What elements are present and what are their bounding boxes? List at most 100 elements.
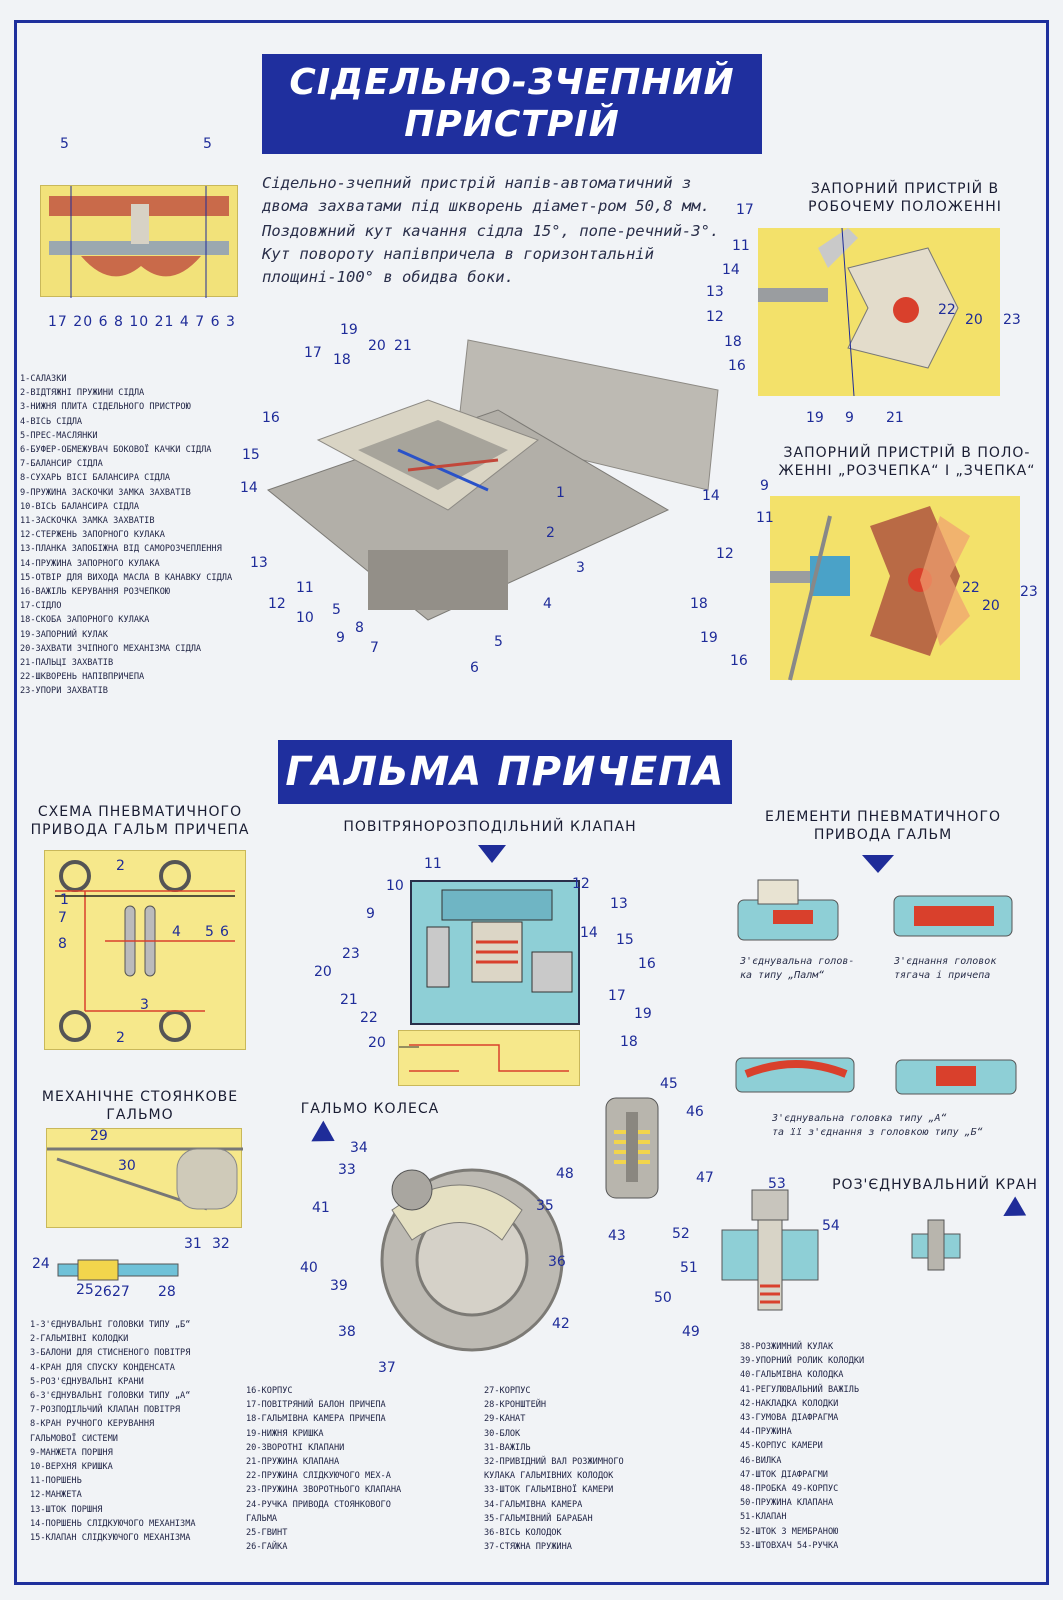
callout: 14: [580, 925, 598, 941]
legend-item: 43-ГУМОВА ДІАФРАГМА: [740, 1413, 839, 1424]
coupler-section-diagram: [40, 185, 238, 298]
legend-item: 7-РОЗПОДІЛЬЧИЙ КЛАПАН ПОВІТРЯ: [30, 1405, 181, 1416]
callout: 18: [690, 596, 708, 612]
callout: 6: [470, 660, 479, 676]
poster-frame: [14, 20, 1049, 1585]
legend-item: 14-ПОРШЕНЬ СЛІДКУЮЧОГО МЕХАНІЗМА: [30, 1518, 196, 1529]
callout: 7: [195, 314, 206, 330]
callout: 12: [268, 596, 286, 612]
legend-item: 35-ГАЛЬМІВНИЙ БАРАБАН: [484, 1513, 593, 1524]
callout: 5: [494, 634, 503, 650]
callout: 27: [112, 1284, 130, 1300]
callout: 18: [724, 334, 742, 350]
callout: 19: [700, 630, 718, 646]
callout: 23: [1003, 312, 1021, 328]
legend-item: 9-ПРУЖИНА ЗАСКОЧКИ ЗАМКА ЗАХВАТІВ: [20, 487, 191, 498]
callout: 9: [336, 630, 345, 646]
callout: 13: [706, 284, 724, 300]
legend-item: 13-ПЛАНКА ЗАПОБІЖНА ВІД САМОРОЗЧЕПЛЕННЯ: [20, 544, 222, 555]
legend-item: 52-ШТОК З МЕМБРАНОЮ: [740, 1526, 839, 1537]
callout: 12: [706, 309, 724, 325]
callout: 11: [424, 856, 442, 872]
callout: 11: [296, 580, 314, 596]
disconnect-valve-title: РОЗ'ЄДНУВАЛЬНИЙ КРАН: [832, 1177, 1038, 1193]
callout-coupler-5b: 5: [203, 136, 212, 152]
legend-item: 19-НИЖНЯ КРИШКА: [246, 1428, 324, 1439]
palm-head-drawing: [728, 879, 848, 950]
brake-chamber-shape: [605, 1097, 659, 1199]
legend-item: 47-ШТОК ДІАФРАГМИ: [740, 1469, 828, 1480]
callout: 4: [179, 314, 190, 330]
locking-release-drawing: [770, 506, 970, 681]
air-valve-drawing: [426, 889, 573, 993]
legend-item: 53-ШТОВХАЧ 54-РУЧКА: [740, 1540, 839, 1551]
callout: 8: [113, 314, 124, 330]
callout: 10: [129, 314, 150, 330]
callout: 1: [60, 892, 69, 908]
callout: 20: [368, 1035, 386, 1051]
legend-item: 4-КРАН ДЛЯ СПУСКУ КОНДЕНСАТА: [30, 1362, 175, 1373]
callout: 5: [332, 602, 341, 618]
callout: 17: [736, 202, 754, 218]
coupler-bottom-callouts: 17 20 6 8 10 21 4 7 6 3: [48, 314, 238, 330]
callout: 34: [350, 1140, 368, 1156]
callout: 3: [140, 997, 149, 1013]
wheel-brake-title: ГАЛЬМО КОЛЕСА: [300, 1101, 440, 1117]
brakes-legend-d: 38-РОЗЖИМНИЙ КУЛАК 39-УПОРНИЙ РОЛИК КОЛО…: [740, 1340, 864, 1553]
legend-item: 20-ЗВОРОТНІ КЛАПАНИ: [246, 1442, 345, 1453]
brakes-legend-a: 1-З'ЄДНУВАЛЬНІ ГОЛОВКИ ТИПУ „Б“ 2-ГАЛЬМІ…: [30, 1318, 196, 1545]
callout: 33: [338, 1162, 356, 1178]
locking-working-diagram: [758, 227, 1000, 397]
section2-title: ГАЛЬМА ПРИЧЕПА: [278, 740, 732, 804]
legend-item: 40-ГАЛЬМІВНА КОЛОДКА: [740, 1370, 844, 1381]
callout: 18: [333, 352, 351, 368]
brakes-legend-c: 27-КОРПУС 28-КРОНШТЕЙН 29-КАНАТ 30-БЛОК …: [484, 1384, 624, 1554]
pneumatic-scheme-drawing: [55, 860, 235, 1042]
callout: 24: [32, 1256, 50, 1272]
legend-item: 32-ПРИВІДНИЙ ВАЛ РОЗЖИМНОГО: [484, 1457, 624, 1468]
parking-brake-drawing: [47, 1147, 243, 1211]
legend-item: 39-УПОРНИЙ РОЛИК КОЛОДКИ: [740, 1356, 865, 1367]
legend-item: 10-ВЕРХНЯ КРИШКА: [30, 1462, 113, 1473]
legend-item: 8-КРАН РУЧНОГО КЕРУВАННЯ: [30, 1419, 155, 1430]
callout: 50: [654, 1290, 672, 1306]
callout: 23: [342, 946, 360, 962]
callout: 18: [620, 1034, 638, 1050]
callout: 4: [543, 596, 552, 612]
tractor-connection-drawing: [893, 886, 1013, 946]
callout: 8: [355, 620, 364, 636]
callout: 12: [716, 546, 734, 562]
legend-item: ГАЛЬМОВОЇ СИСТЕМИ: [30, 1433, 118, 1444]
callout: 13: [610, 896, 628, 912]
callout: 20: [73, 314, 94, 330]
pneumatic-elements-title: ЕЛЕМЕНТИ ПНЕВМАТИЧНОГО ПРИВОДА ГАЛЬМ: [764, 809, 1002, 843]
callout: 2: [116, 858, 125, 874]
callout: 14: [702, 488, 720, 504]
type-a-head-drawing: [735, 1044, 855, 1100]
coupler-section-drawing: [49, 186, 229, 298]
locking-release-diagram: [770, 496, 1020, 681]
callout: 38: [338, 1324, 356, 1340]
callout: 21: [154, 314, 175, 330]
legend-item: 21-ПРУЖИНА КЛАПАНА: [246, 1457, 340, 1468]
legend-item: 51-КЛАПАН: [740, 1512, 787, 1523]
legend-item: 14-ПРУЖИНА ЗАПОРНОГО КУЛАКА: [20, 558, 160, 569]
legend-item: 17-СІДЛО: [20, 601, 62, 612]
callout: 21: [394, 338, 412, 354]
intro-paragraph-2: Поздовжний кут качання сідла 15°, попе-р…: [262, 222, 720, 286]
callout: 40: [300, 1260, 318, 1276]
callout: 8: [58, 936, 67, 952]
fifth-wheel-shape: [266, 339, 719, 621]
legend-item: 5-ПРЕС-МАСЛЯНКИ: [20, 430, 98, 441]
callout: 16: [638, 956, 656, 972]
legend-item: 3-НИЖНЯ ПЛИТА СІДЕЛЬНОГО ПРИСТРОЮ: [20, 402, 191, 413]
intro-paragraph-1: Сідельно-зчепний пристрій напів-автомати…: [262, 174, 710, 215]
legend-item: КУЛАКА ГАЛЬМІВНИХ КОЛОДОК: [484, 1471, 614, 1482]
callout: 19: [634, 1006, 652, 1022]
callout: 14: [722, 262, 740, 278]
callout-coupler-5a: 5: [60, 136, 69, 152]
tractor-connection-shape: [893, 895, 1013, 937]
legend-item: 45-КОРПУС КАМЕРИ: [740, 1441, 823, 1452]
disconnect-valve-drawing: [721, 1189, 819, 1326]
